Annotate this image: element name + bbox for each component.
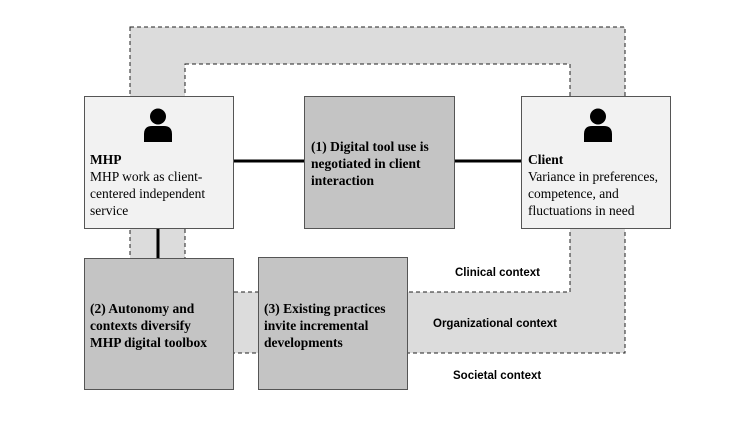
theme2-label-line: MHP digital toolbox <box>90 335 208 350</box>
societal-context-label: Societal context <box>453 370 542 382</box>
mhp-description-line: service <box>90 203 129 218</box>
theme1-label-line: negotiated in client <box>311 156 421 171</box>
mhp-title: MHP <box>90 152 122 167</box>
theme2-box: (2) Autonomy and contexts diversify MHP … <box>84 258 234 390</box>
client-description-line: Variance in preferences, <box>528 169 659 184</box>
theme1-box: (1) Digital tool use is negotiated in cl… <box>304 96 455 229</box>
mhp-description-line: centered independent <box>90 186 206 201</box>
theme1-label-line: (1) Digital tool use is <box>311 139 429 154</box>
theme2-label-line: (2) Autonomy and <box>90 301 195 316</box>
theme3-label-line: invite incremental <box>264 318 369 333</box>
organizational-context-label: Organizational context <box>433 318 557 330</box>
theme2-label-line: contexts diversify <box>90 318 191 333</box>
theme3-box: (3) Existing practices invite incrementa… <box>258 257 408 390</box>
client-description-line: competence, and <box>528 186 619 201</box>
theme1-label-line: interaction <box>311 173 374 188</box>
theme3-label-line: developments <box>264 335 343 350</box>
mhp-description-line: MHP work as client- <box>90 169 203 184</box>
client-box: Client Variance in preferences, competen… <box>521 96 671 229</box>
client-description-line: fluctuations in need <box>528 203 635 218</box>
clinical-context-label: Clinical context <box>455 267 540 279</box>
theme3-label-line: (3) Existing practices <box>264 301 386 316</box>
client-title: Client <box>528 152 564 167</box>
person-icon <box>144 108 172 142</box>
person-icon <box>584 108 612 142</box>
mhp-box: MHP MHP work as client- centered indepen… <box>84 96 234 229</box>
